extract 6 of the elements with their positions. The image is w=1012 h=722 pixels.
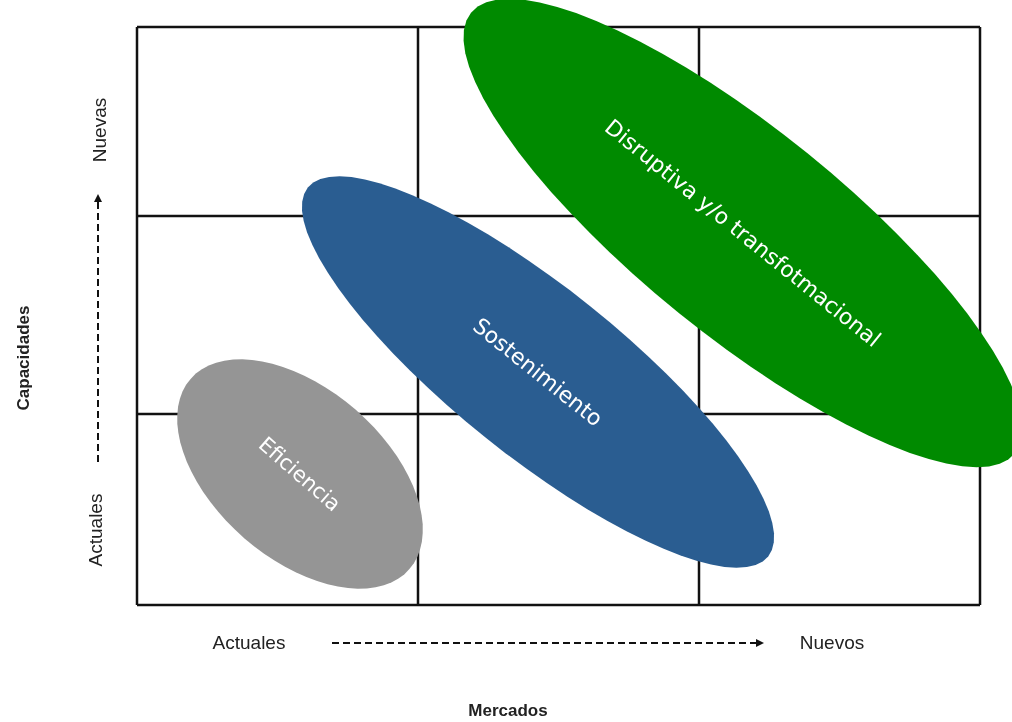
axis-tick-label: Nuevas [89, 97, 111, 163]
axis-tick-label: Actuales [85, 493, 107, 567]
axis-title: Mercados [468, 701, 548, 721]
axis-tick-label: Nuevos [799, 632, 865, 654]
axis-tick-label: Actuales [212, 632, 286, 654]
axis-title: Capacidades [14, 305, 34, 411]
